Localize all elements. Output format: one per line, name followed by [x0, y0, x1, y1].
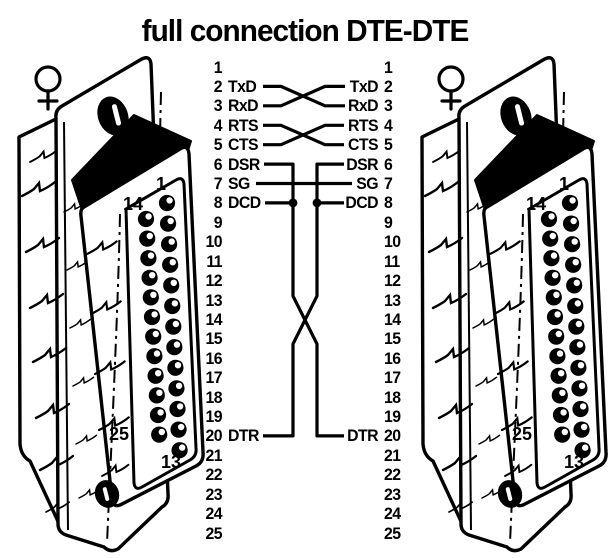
- junction-dot-right: [312, 198, 322, 208]
- wire-right-dsr-dcd-to-left-dtr: [263, 162, 344, 438]
- page-title: full connection DTE-DTE: [141, 13, 470, 48]
- wire-left-dsr-dcd-to-right-dtr: [264, 162, 344, 438]
- wire-rxd-to-txd: [263, 84, 345, 108]
- left-connector: [19, 58, 203, 551]
- wire-cts-to-rts: [263, 123, 344, 147]
- right-connector: [422, 58, 606, 551]
- junction-dot-left: [288, 198, 298, 208]
- wiring: [256, 84, 352, 438]
